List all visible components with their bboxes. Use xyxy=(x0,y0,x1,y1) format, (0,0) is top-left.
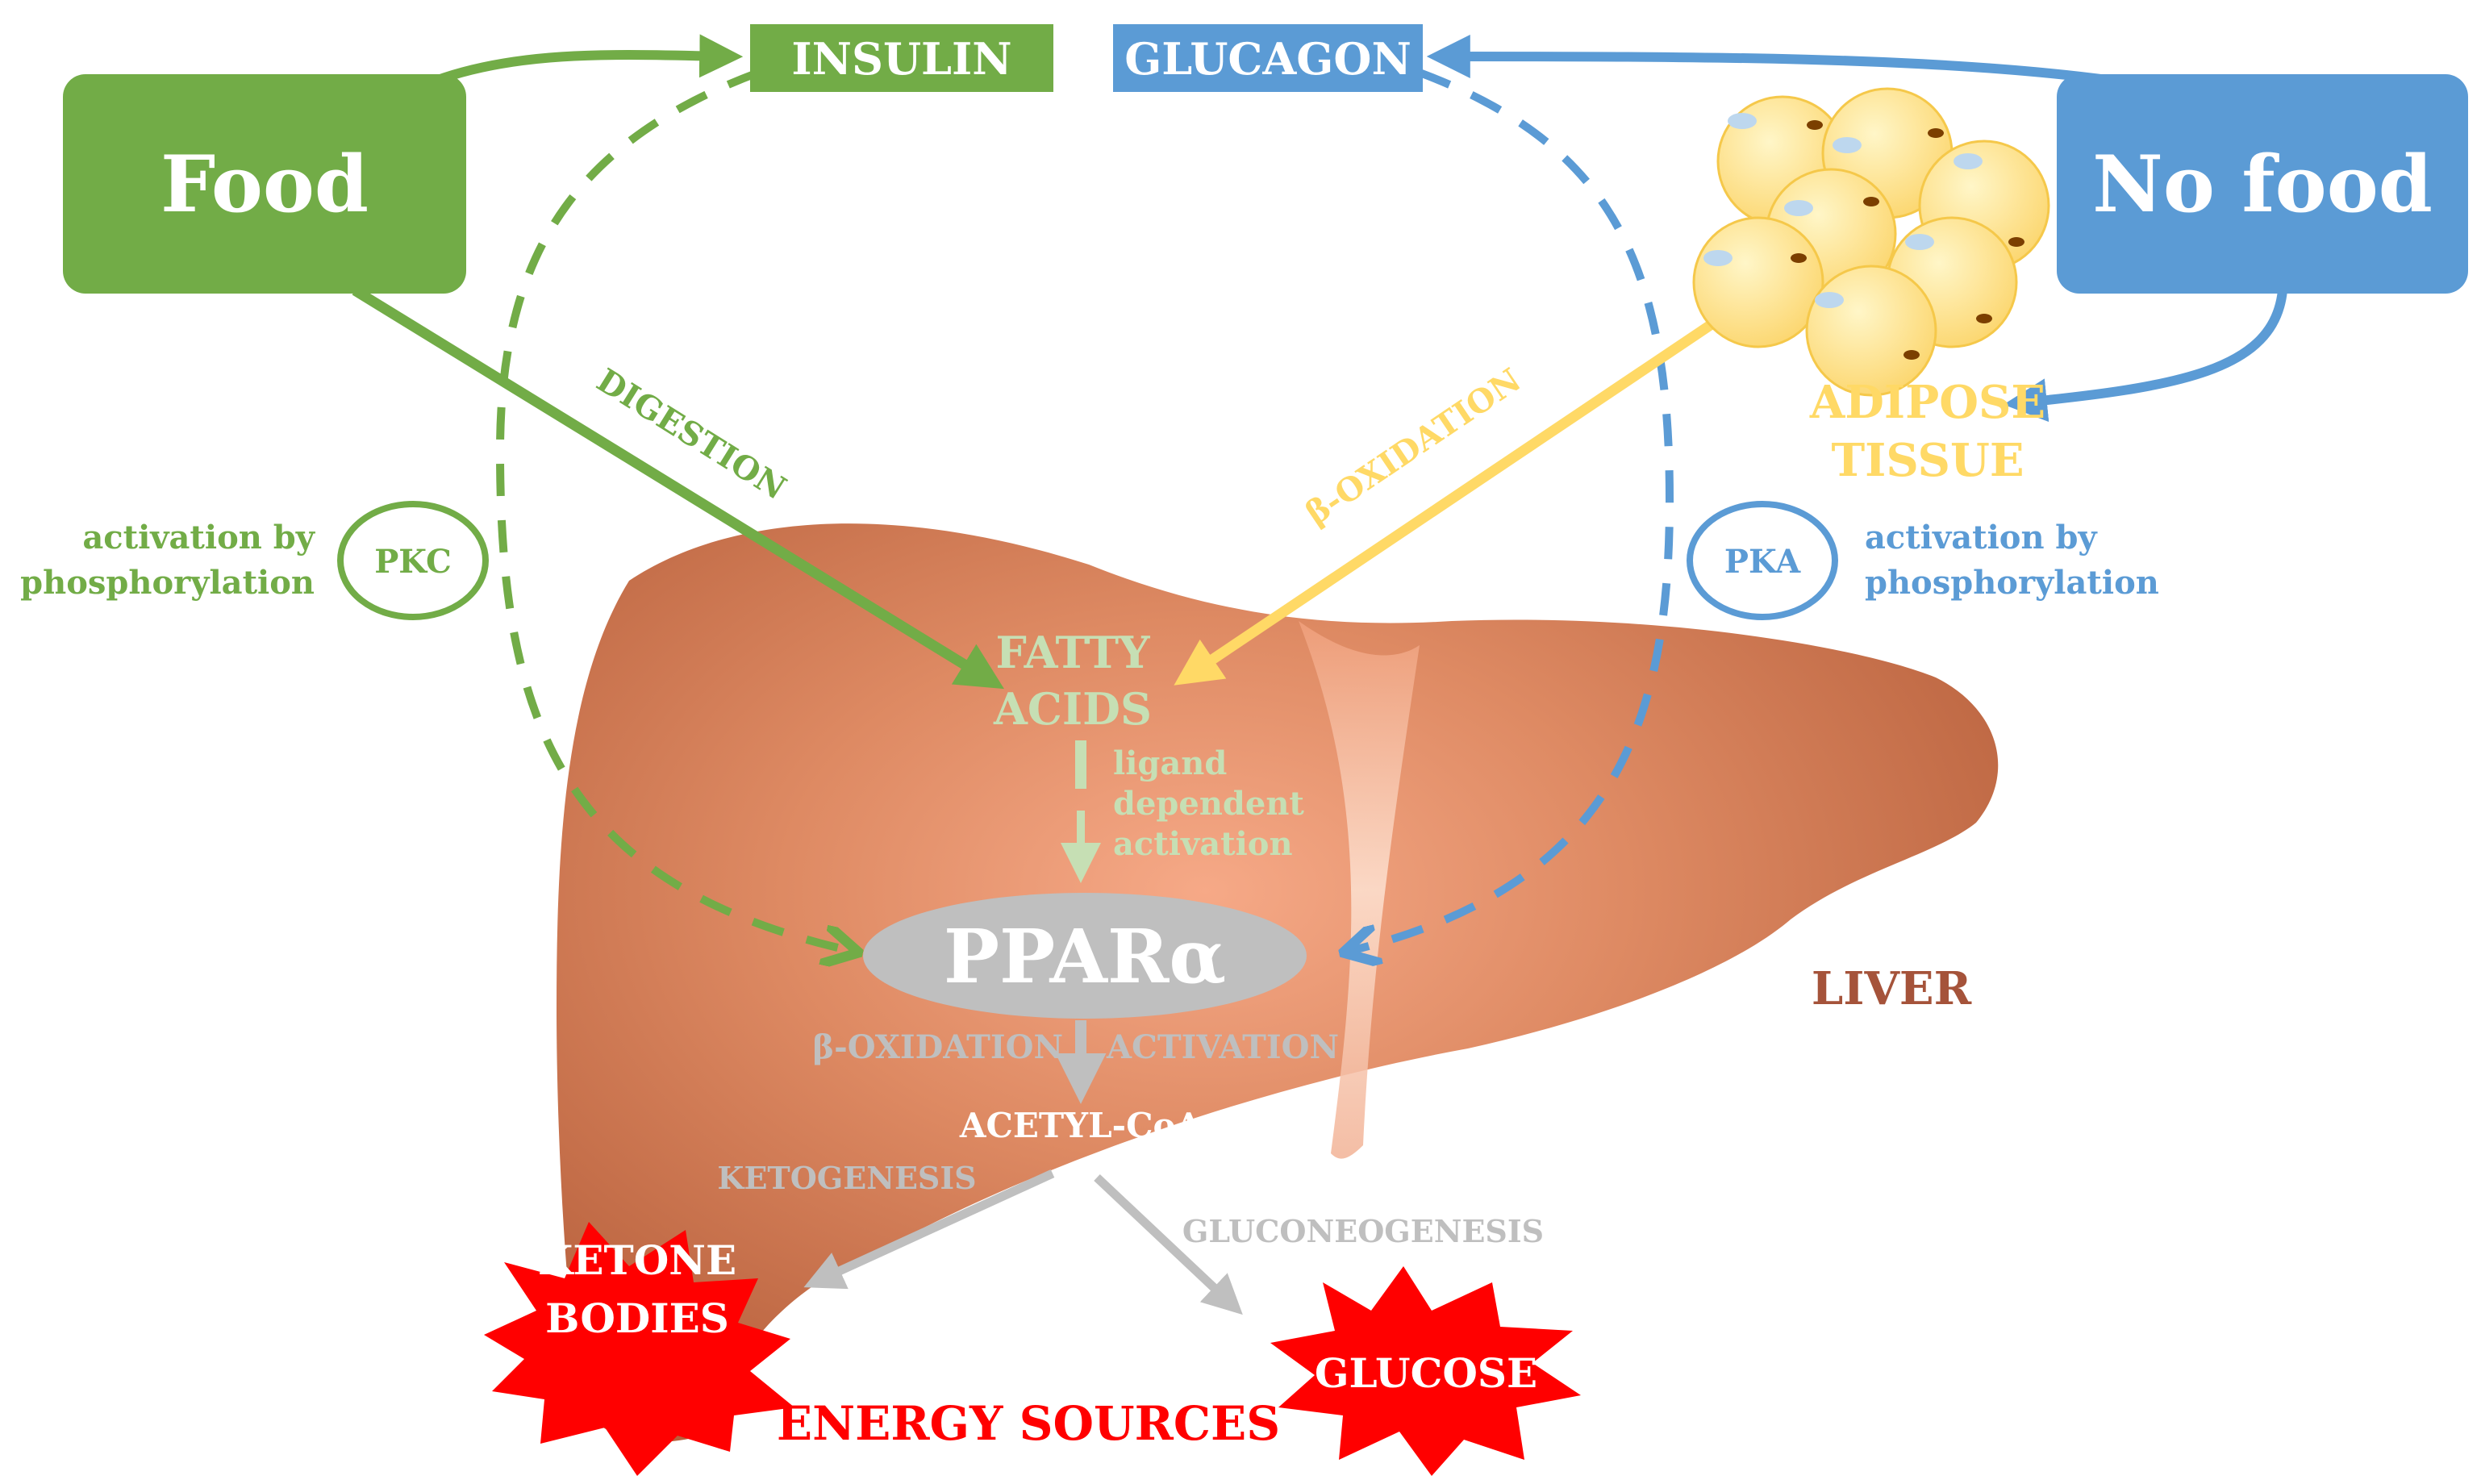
pkc-note-2: phosphorylation xyxy=(20,564,315,602)
no-food-box xyxy=(2057,74,2468,294)
fatty-acids-label-1: FATTY xyxy=(995,627,1151,678)
insulin-box xyxy=(750,24,1053,92)
food-label: Food xyxy=(161,139,369,230)
pka-note-1: activation by xyxy=(1865,519,2098,556)
pka-circle xyxy=(1687,501,1838,620)
pka-label: PKA xyxy=(1724,543,1801,581)
food-to-insulin-arrow xyxy=(433,34,744,85)
liver-label: LIVER xyxy=(1812,962,1972,1015)
glucagon-label: GLUCAGON xyxy=(1124,33,1411,85)
glucose-starburst xyxy=(1270,1266,1581,1476)
insulin-label: INSULIN xyxy=(791,33,1011,85)
food-box xyxy=(63,74,466,294)
ppar-label: PPARα xyxy=(944,913,1226,1000)
adipose-to-fatty-acids-arrow xyxy=(1174,310,1729,686)
gluconeogenesis-arrow xyxy=(1094,1173,1243,1315)
ligand-label-2: dependent xyxy=(1113,785,1304,823)
adipose-label-1: ADIPOSE xyxy=(1809,376,2045,429)
ketone-bodies-starburst xyxy=(484,1222,794,1476)
ketone-label-2: BODIES xyxy=(545,1294,729,1342)
pkc-note-1: activation by xyxy=(82,519,315,556)
insulin-arc xyxy=(495,69,855,952)
energy-sources-label: ENERGY SOURCES xyxy=(777,1396,1280,1451)
nofood-to-glucagon-arrow xyxy=(1426,35,2114,85)
glucose-label: GLUCOSE xyxy=(1315,1349,1537,1397)
glucagon-arc xyxy=(1347,69,1674,952)
glucagon-box xyxy=(1113,24,1423,92)
ligand-label-3: activation xyxy=(1113,825,1293,863)
ppar-ellipse xyxy=(863,893,1307,1019)
digestion-arrow xyxy=(352,286,1004,690)
digestion-label: DIGESTION xyxy=(590,361,793,507)
beta-oxidation-adipose-label: β-OXIDATION xyxy=(1299,361,1528,533)
nofood-to-adipose-arrow xyxy=(2003,290,2287,423)
beta-oxidation-liver-label: β-OXIDATION xyxy=(813,1028,1063,1066)
pka-note-2: phosphorylation xyxy=(1865,564,2159,602)
fatty-acids-label-2: ACIDS xyxy=(993,683,1152,735)
activation-label: ACTIVATION xyxy=(1106,1028,1339,1066)
acetyl-coa-label: ACETYL-CoA xyxy=(959,1106,1203,1145)
gluconeogenesis-label: GLUCONEOGENESIS xyxy=(1182,1213,1544,1249)
pkc-circle xyxy=(337,501,489,620)
liver-ligament xyxy=(1299,621,1420,1159)
ligand-label-1: ligand xyxy=(1113,744,1227,782)
ketogenesis-arrow xyxy=(803,1169,1055,1290)
no-food-label: No food xyxy=(2092,139,2433,230)
adipose-label-2: TISSUE xyxy=(1831,434,2024,487)
adipose-cells xyxy=(1692,87,2050,397)
ketone-label-1b: KETONE xyxy=(538,1236,736,1284)
pkc-label: PKC xyxy=(374,543,452,581)
ketogenesis-label: KETOGENESIS xyxy=(717,1160,976,1196)
